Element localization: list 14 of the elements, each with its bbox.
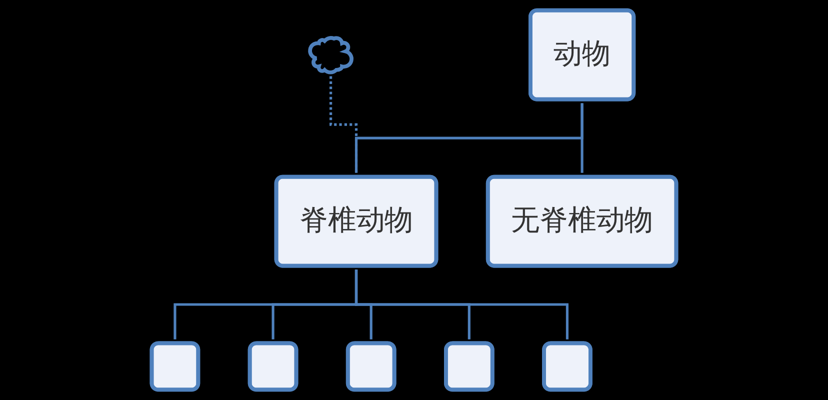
category-box bbox=[274, 174, 438, 268]
category-box bbox=[528, 8, 636, 102]
empty-box bbox=[346, 341, 396, 392]
node-text: 动物 bbox=[554, 38, 610, 73]
connector-line bbox=[354, 270, 569, 340]
empty-box bbox=[150, 341, 200, 392]
empty-box bbox=[444, 341, 494, 392]
empty-box bbox=[248, 341, 298, 392]
node-text: 脊椎动物 bbox=[299, 204, 414, 240]
category-box bbox=[486, 174, 678, 268]
node-text: 无脊椎动物 bbox=[511, 204, 654, 240]
connector-line bbox=[580, 103, 584, 173]
thought-cloud bbox=[308, 36, 354, 74]
empty-box bbox=[542, 341, 592, 392]
